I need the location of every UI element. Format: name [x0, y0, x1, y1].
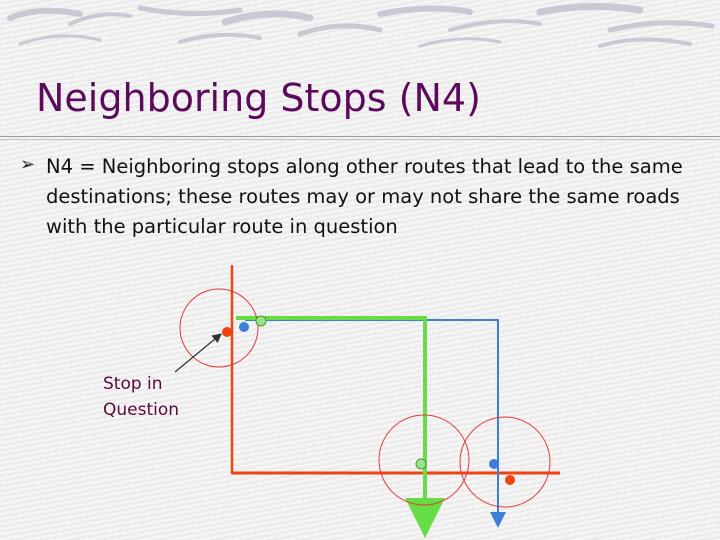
title-divider-secondary — [0, 139, 720, 140]
title-divider — [0, 136, 720, 137]
bullet-text: N4 = Neighboring stops along other route… — [46, 155, 683, 238]
blue-route — [245, 319, 506, 528]
stop-red-destination — [505, 475, 515, 485]
stop-in-question-label: Stop in Question — [103, 371, 203, 423]
pointer-arrow — [174, 333, 222, 373]
neighborhood-circle-blue — [459, 416, 551, 508]
stop-red-origin — [222, 327, 232, 337]
label-line-1: Stop in — [103, 374, 163, 394]
stop-green-destination — [415, 458, 427, 470]
label-line-2: Question — [103, 400, 180, 420]
stop-blue-origin — [239, 322, 249, 332]
decorative-header-band — [7, 2, 715, 48]
neighborhood-circle-green — [378, 414, 470, 506]
neighborhood-circle-origin — [179, 288, 259, 368]
stop-blue-destination — [489, 459, 499, 469]
stop-green-origin — [255, 315, 267, 327]
arrow-bullet-icon: ➢ — [20, 154, 36, 175]
green-route — [236, 316, 445, 538]
slide-title: Neighboring Stops (N4) — [36, 76, 481, 120]
